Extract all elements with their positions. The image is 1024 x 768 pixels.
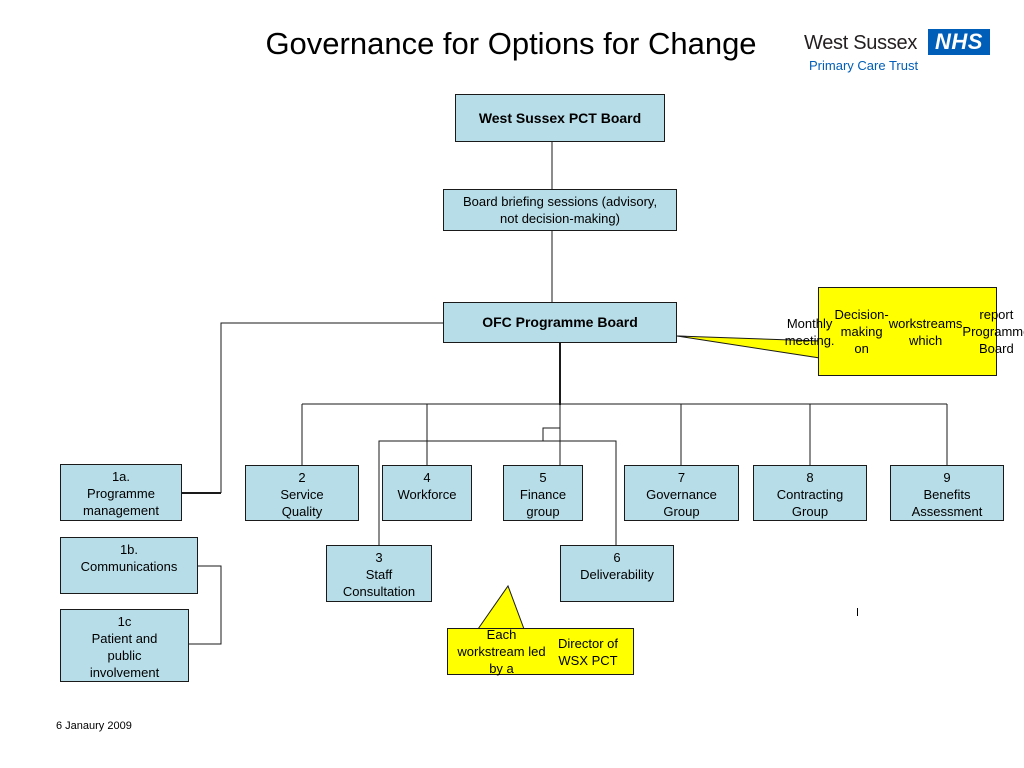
note-workstream-director: Each workstream led by a Director of WSX …: [447, 627, 634, 676]
text-line: 3: [375, 550, 383, 565]
text-line: Contracting: [776, 487, 844, 502]
node-ofc-board: OFC Programme Board: [443, 302, 677, 343]
logo-subtitle: Primary Care Trust: [809, 58, 919, 73]
text-line: involvement: [89, 665, 160, 680]
text-line: workstreams which: [888, 315, 963, 348]
text-line: Each workstream led by a: [457, 627, 546, 676]
text-line: not decision-making): [500, 211, 620, 226]
text-line: Programme: [87, 486, 155, 501]
text-line: group: [526, 504, 560, 519]
text-line: 2: [298, 470, 306, 485]
node-board-briefing: Board briefing sessions (advisory, not de…: [443, 189, 677, 231]
footer-date: 6 Janaury 2009: [56, 720, 132, 732]
text-line: West Sussex PCT Board: [478, 109, 642, 126]
node-1a-programme-management: 1a. Programme management: [60, 464, 182, 521]
text-line: Board briefing sessions (advisory,: [462, 194, 658, 209]
connector-ofc-left: [220, 322, 444, 493]
text-line: Staff: [365, 567, 393, 582]
text-line: Consultation: [342, 584, 416, 599]
node-1b-communications: 1b. Communications: [60, 537, 198, 594]
text-line: 1b.: [119, 542, 139, 557]
text-line: Deliverability: [580, 567, 654, 582]
text-line: 4: [423, 470, 431, 485]
text-line: Communications: [80, 559, 178, 574]
logo-name: West Sussex: [804, 32, 918, 54]
page-title: Governance for Options for Change: [265, 26, 757, 61]
text-line: 1c: [117, 614, 132, 629]
text-line: Finance: [519, 487, 567, 502]
west-sussex-nhs-logo: West Sussex NHS Primary Care Trust: [800, 28, 1000, 78]
text-line: Monthly meeting.: [784, 315, 835, 348]
text-line: management: [83, 503, 159, 518]
left-bracket: [189, 565, 222, 645]
text-line: Decision-making on: [834, 307, 889, 356]
workstream-callout-arrow: [477, 584, 525, 630]
text-line: report Programme Board: [962, 307, 1024, 356]
text-line: Service: [280, 487, 324, 502]
text-line: Director of WSX PCT: [558, 635, 618, 668]
stray-mark: [857, 608, 858, 616]
text-line: Group: [663, 504, 700, 519]
connector-3: [378, 440, 543, 545]
text-line: Patient and: [91, 631, 158, 646]
text-line: Benefits: [923, 487, 971, 502]
connector-5-offset: [542, 427, 560, 441]
text-line: Assessment: [911, 504, 983, 519]
text-line: 7: [677, 470, 686, 485]
text-line: Quality: [281, 504, 323, 519]
text-line: Workforce: [397, 487, 457, 502]
text-line: OFC Programme Board: [482, 314, 638, 330]
text-line: Group: [791, 504, 829, 519]
connector-6: [543, 440, 617, 545]
node-pct-board: West Sussex PCT Board: [455, 94, 665, 142]
text-line: Governance: [646, 487, 717, 502]
text-line: public: [107, 648, 142, 663]
nhs-badge: NHS: [928, 29, 990, 55]
text-line: 9: [943, 470, 951, 485]
text-line: 5: [539, 470, 547, 485]
text-line: 8: [806, 470, 814, 485]
text-line: 6: [613, 550, 621, 565]
text-line: 1a.: [111, 469, 131, 484]
